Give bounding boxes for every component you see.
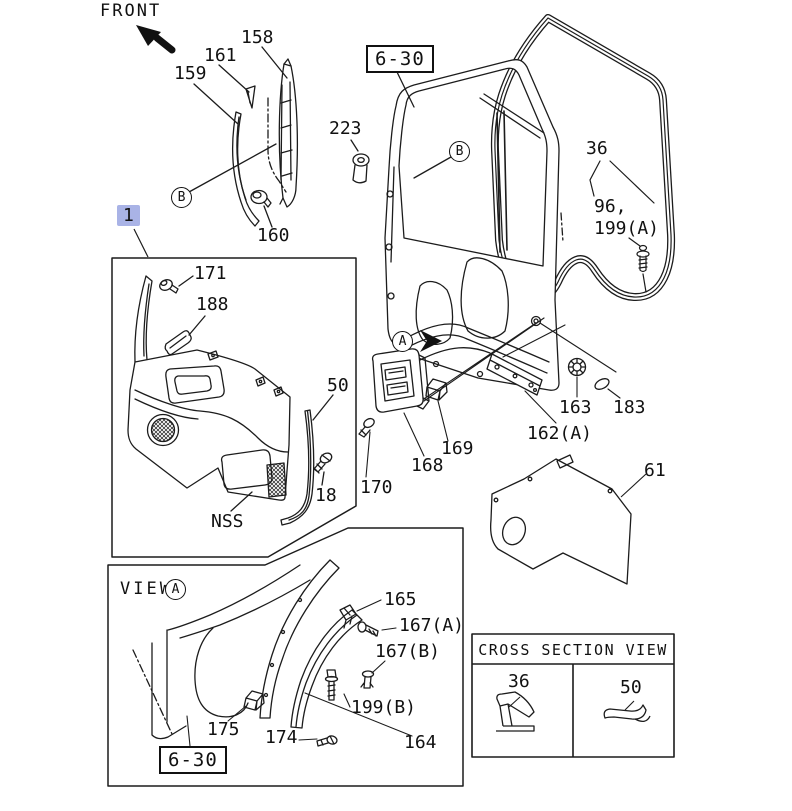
detail-circle-b-right: B [449,141,470,162]
part-label-175[interactable]: 175 [207,719,240,740]
part-label-96[interactable]: 96, [594,196,627,217]
view-a-label: VIEW [120,579,173,599]
part-label-223[interactable]: 223 [329,118,362,139]
cross-section-table-drawing [471,633,675,758]
hole-cover-drawing [490,454,647,585]
part-label-170[interactable]: 170 [360,477,393,498]
part-label-183[interactable]: 183 [613,397,646,418]
nss-label: NSS [211,511,244,532]
part-label-199a[interactable]: 199(A) [594,218,660,239]
part-label-18[interactable]: 18 [315,485,337,506]
front-direction-arrow-icon [136,25,176,54]
view-a-arrow-icon [420,330,442,352]
cross-section-label-50[interactable]: 50 [620,677,642,698]
part-label-50[interactable]: 50 [327,375,349,396]
seal-fastener-drawing [589,160,655,293]
part-label-159[interactable]: 159 [174,63,207,84]
part-label-61[interactable]: 61 [644,460,666,481]
detail-circle-a-door: A [392,331,413,352]
detail-circle-a-view: A [165,579,186,600]
part-label-171[interactable]: 171 [194,263,227,284]
part-label-158[interactable]: 158 [241,27,274,48]
part-label-188[interactable]: 188 [196,294,229,315]
view-a-detail-drawing [132,559,413,747]
door-inner-panel-drawing [384,59,564,391]
door-weatherstrip-seal-drawing [490,14,676,304]
part-label-160[interactable]: 160 [257,225,290,246]
part-label-174[interactable]: 174 [265,727,298,748]
part-label-162a[interactable]: 162(A) [527,423,593,444]
part1-box-drawing [111,228,357,558]
door-trim-panel-drawing [127,275,334,526]
cross-section-view-title: CROSS SECTION VIEW [478,641,668,659]
part-label-199b[interactable]: 199(B) [351,697,417,718]
part-label-167b[interactable]: 167(B) [375,641,441,662]
part-label-168[interactable]: 168 [411,455,444,476]
pillar-trim-parts-drawing [188,46,370,228]
part-label-161[interactable]: 161 [204,45,237,66]
part-label-165[interactable]: 165 [384,589,417,610]
cross-section-label-36[interactable]: 36 [508,671,530,692]
view-a-box-drawing [107,527,464,787]
part-label-1-selected[interactable]: 1 [117,205,140,226]
front-direction-label: FRONT [100,1,162,21]
part-label-167a[interactable]: 167(A) [399,615,465,636]
ref-box-6-30-bottom[interactable]: 6-30 [159,746,227,774]
ref-box-6-30-top[interactable]: 6-30 [366,45,434,73]
part-label-164[interactable]: 164 [404,732,437,753]
part-label-36[interactable]: 36 [586,138,608,159]
part-label-163[interactable]: 163 [559,397,592,418]
detail-circle-b-left: B [171,187,192,208]
part-label-169[interactable]: 169 [441,438,474,459]
mid-hardware-drawing [358,317,621,478]
